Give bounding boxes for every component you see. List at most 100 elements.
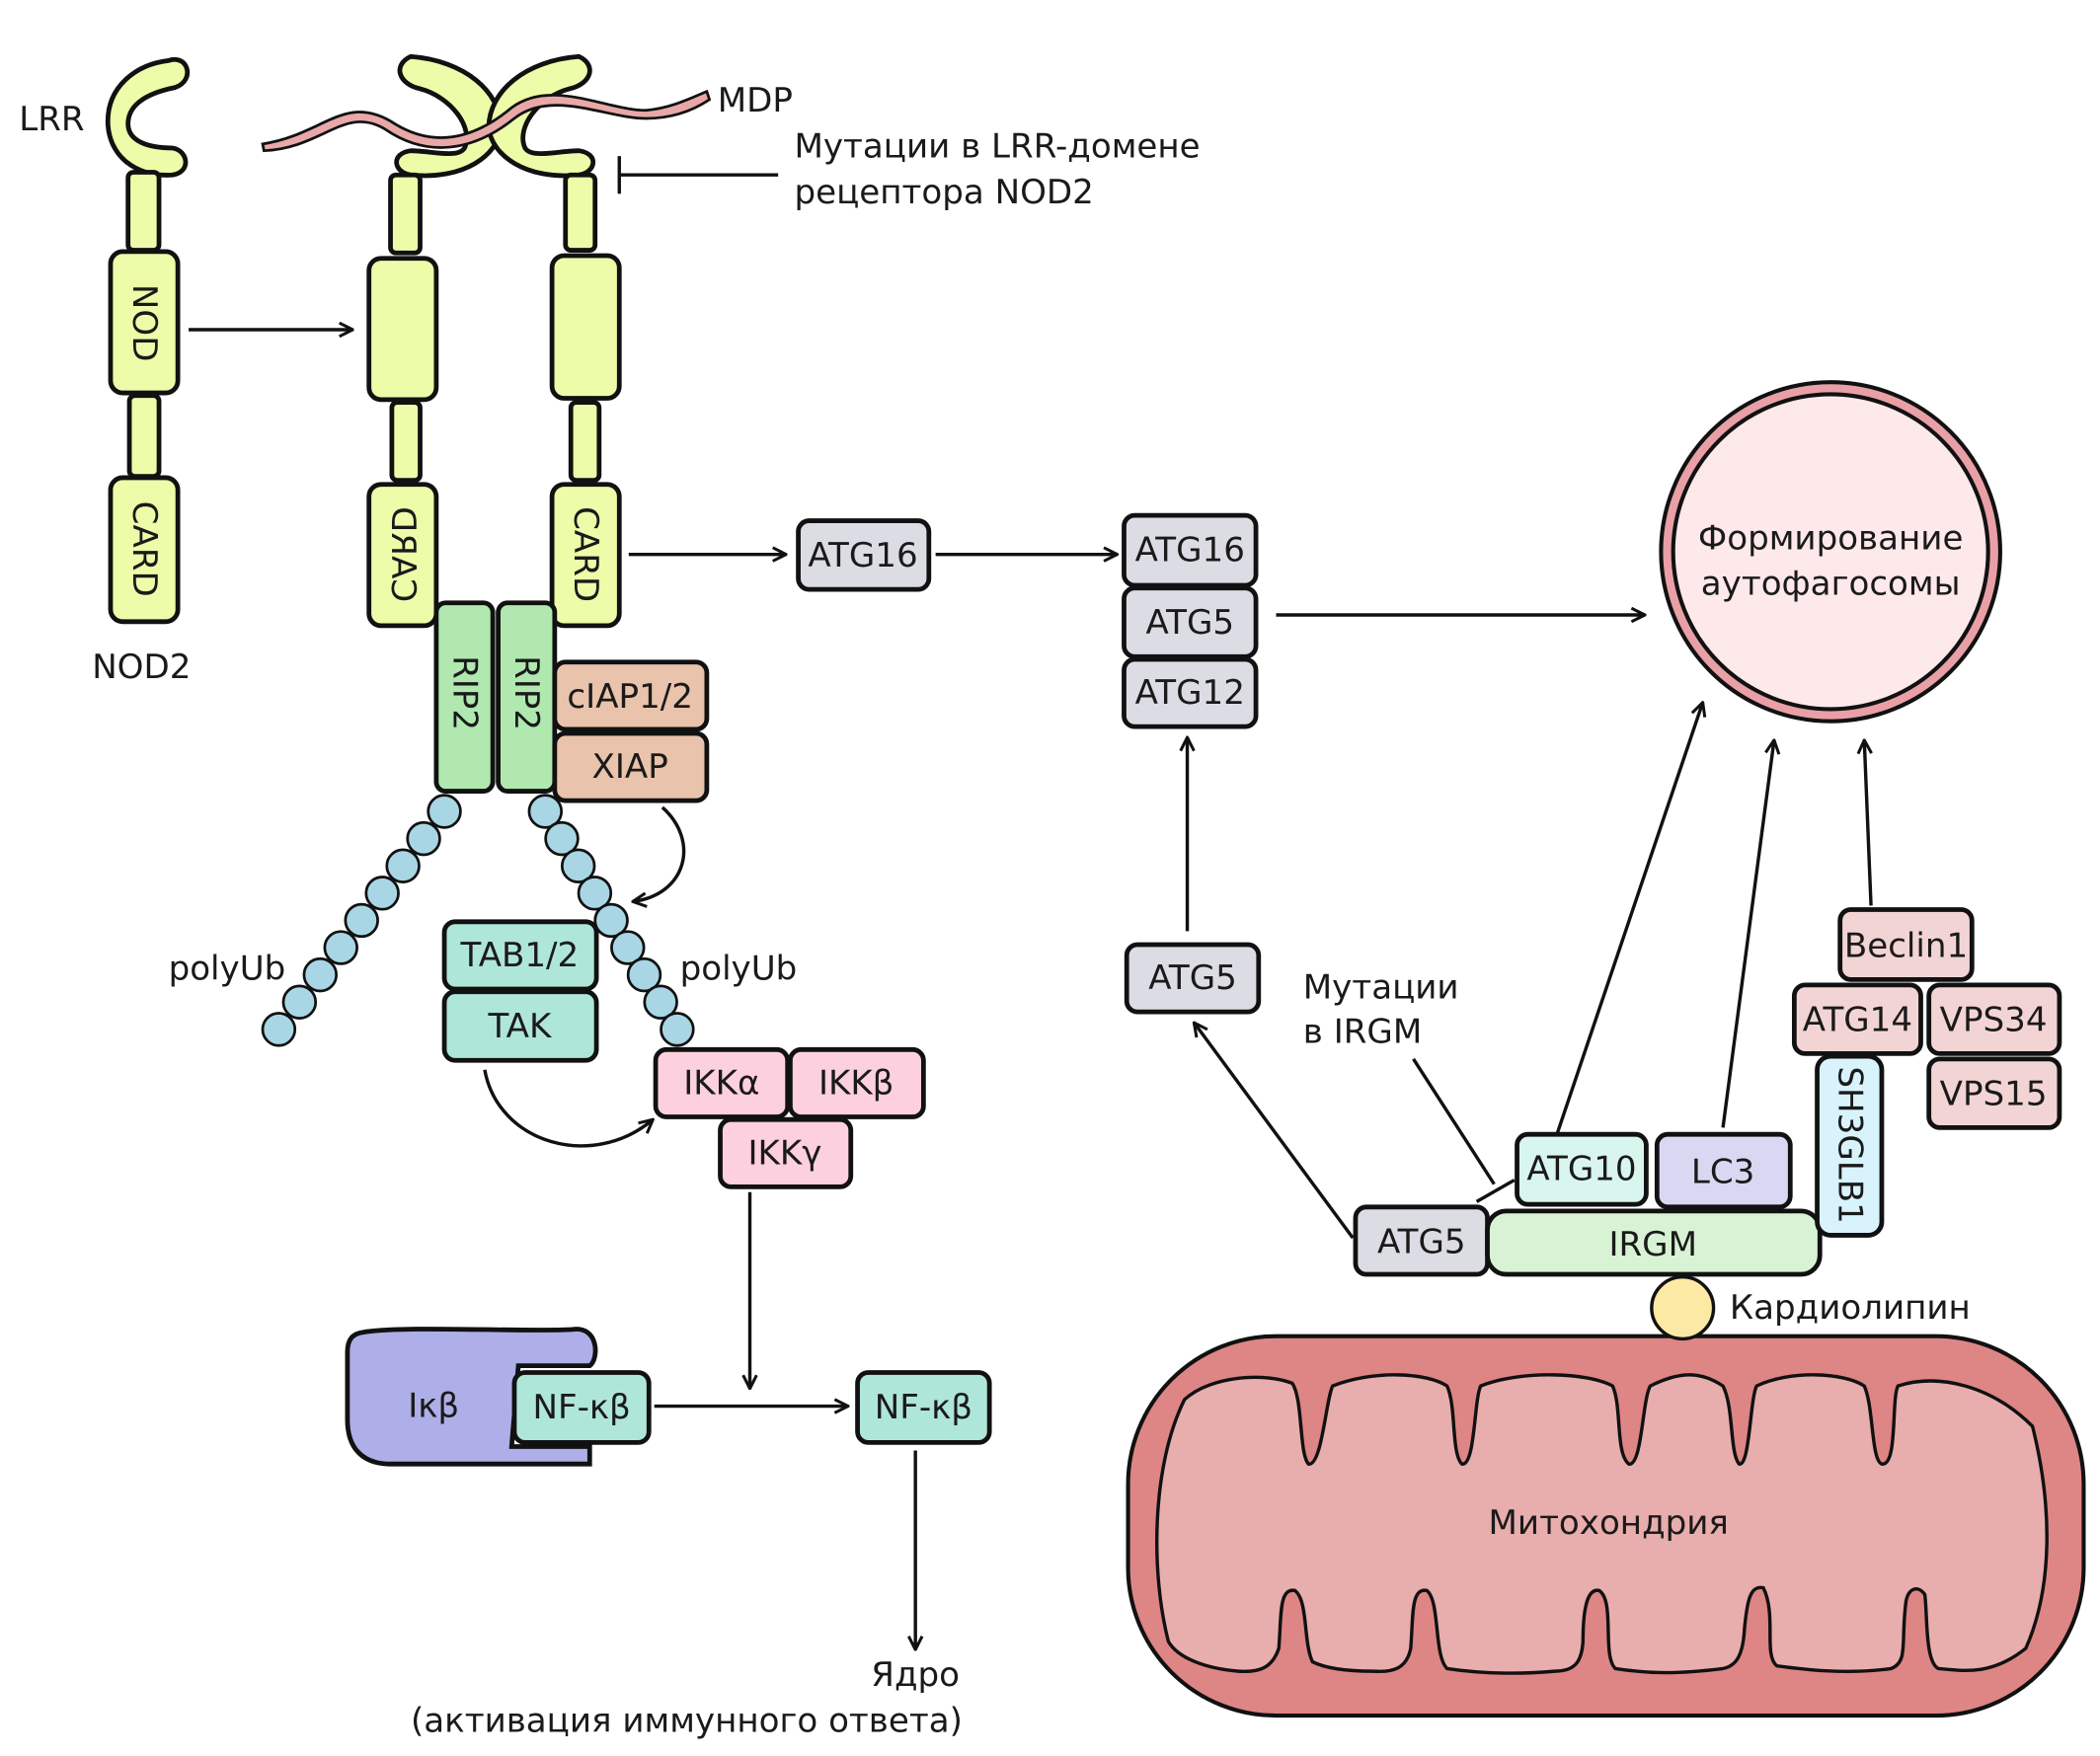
atg12-complex-box	[1122, 656, 1259, 729]
irgm-mutation-line	[1412, 1057, 1496, 1185]
mdp-ligand	[261, 89, 712, 153]
beclin1-arrow	[1864, 740, 1871, 906]
tak-to-ikk-arrow	[483, 1069, 653, 1148]
nfkb-free-label: NF-κβ	[875, 1388, 972, 1427]
card-domain	[366, 482, 439, 629]
polyub-label: polyUb	[169, 949, 286, 988]
lrr-mutation-text: Мутации в LRR-домене	[794, 126, 1200, 166]
nfkb-bound-label: NF-κβ	[532, 1388, 630, 1427]
ubiquitin-bead	[302, 956, 339, 993]
irgm-mutation-text: в IRGM	[1303, 1012, 1422, 1051]
irgm-to-atg5-arrow	[1194, 1023, 1355, 1240]
ubiquitin-bead	[560, 848, 596, 883]
rip2-label: RIP2	[506, 655, 546, 730]
card-domain	[108, 475, 181, 625]
tak-label: TAK	[487, 1007, 552, 1046]
ubiquitin-bead	[610, 930, 646, 965]
ubiquitination-arrow	[633, 805, 686, 901]
beclin1-box	[1837, 907, 1975, 982]
ikk-beta-box	[788, 1046, 926, 1119]
irgm-mutation-text: Мутации	[1303, 968, 1459, 1008]
atg5-lower-label: ATG5	[1148, 958, 1237, 998]
lrr-domain	[486, 53, 596, 179]
ubiquitin-bead	[427, 794, 462, 829]
nod-domain	[549, 253, 622, 401]
ubiquitin-bead	[577, 876, 613, 911]
mitochondrion-label: Митохондрия	[1489, 1503, 1729, 1543]
ciap-box	[552, 659, 710, 732]
atg12-complex-label: ATG12	[1135, 673, 1245, 713]
tab-label: TAB1/2	[460, 936, 580, 975]
ubiquitin-bead	[593, 902, 629, 939]
cardiolipin-label: Кардиолипин	[1730, 1288, 1971, 1328]
linker	[563, 172, 598, 253]
autophagosome-label: аутофагосомы	[1701, 565, 1961, 604]
lrr-domain	[105, 56, 191, 178]
nucleus-label: Ядро	[871, 1655, 960, 1695]
ubiquitin-bead	[626, 956, 662, 993]
ikb-shape	[345, 1327, 598, 1467]
lc3-arrow	[1721, 740, 1774, 1128]
nod2-label: NOD2	[92, 648, 191, 687]
tak-box	[441, 989, 599, 1063]
atg5-lower-box	[1124, 942, 1262, 1015]
nod-label: NOD	[124, 284, 164, 362]
vps34-box	[1926, 982, 2062, 1056]
immune-activation-label: (активация иммунного ответа)	[411, 1701, 963, 1740]
atg5-complex-label: ATG5	[1145, 603, 1234, 643]
nod-domain	[366, 256, 439, 403]
lrr-label: LRR	[19, 100, 84, 139]
ubiquitin-bead	[344, 902, 379, 939]
xiap-box	[552, 730, 710, 803]
atg16-complex-label: ATG16	[1135, 531, 1245, 571]
lc3-box	[1654, 1131, 1793, 1210]
nfkb-bound-box	[511, 1370, 652, 1445]
card-label: CARD	[124, 501, 164, 597]
ubiquitin-bead	[544, 820, 580, 857]
ubiquitin-bead	[406, 820, 441, 857]
ciap-label: cIAP1/2	[567, 677, 693, 717]
atg10-label: ATG10	[1526, 1150, 1636, 1189]
ikk-gamma-box	[718, 1116, 854, 1189]
sh3glb1-box	[1815, 1053, 1885, 1238]
ubiquitin-bead	[660, 1012, 695, 1047]
nod-domain	[108, 249, 181, 396]
atg5-complex-box	[1122, 585, 1259, 659]
card-label: CARD	[566, 506, 605, 602]
atg10-box	[1515, 1131, 1649, 1207]
nod2-inactive: NOD CARD LRR NOD2	[19, 56, 191, 687]
atg5-irgm-label: ATG5	[1377, 1222, 1466, 1261]
mdp-label: MDP	[718, 81, 793, 120]
ubiquitin-bead	[323, 930, 358, 965]
irgm-label: IRGM	[1608, 1225, 1697, 1264]
autophagosome-label: Формирование	[1698, 518, 1964, 558]
vps34-label: VPS34	[1940, 1000, 2048, 1039]
vps15-box	[1926, 1056, 2062, 1130]
nfkb-free-box	[855, 1370, 992, 1445]
ikb-label: Iκβ	[408, 1387, 459, 1426]
ikk-alpha-label: IKKα	[683, 1063, 759, 1103]
linker	[388, 172, 423, 256]
xiap-label: XIAP	[592, 747, 668, 787]
irgm-mutation-bar	[1475, 1179, 1516, 1203]
linker	[125, 170, 162, 253]
rip2-box	[433, 600, 496, 794]
tab-box	[441, 919, 599, 992]
polyub-chains	[261, 794, 695, 1047]
lrr-domain	[394, 53, 504, 179]
cardiolipin	[1650, 1274, 1716, 1341]
ikk-beta-label: IKKβ	[818, 1063, 894, 1103]
lc3-label: LC3	[1691, 1152, 1754, 1191]
polyub-label: polyUb	[680, 949, 798, 988]
ubiquitin-bead	[385, 848, 421, 883]
atg16-complex-box	[1122, 512, 1259, 588]
linker	[126, 393, 162, 479]
lrr-mutation-text: рецептора NOD2	[794, 173, 1093, 212]
atg16-box	[796, 518, 932, 592]
autophagosome-inner	[1671, 392, 1990, 712]
atg10-arrow	[1555, 703, 1702, 1134]
ubiquitin-bead	[527, 794, 564, 829]
card-label: CARD	[383, 506, 423, 602]
ikk-alpha-box	[653, 1046, 791, 1119]
vps15-label: VPS15	[1940, 1074, 2048, 1113]
